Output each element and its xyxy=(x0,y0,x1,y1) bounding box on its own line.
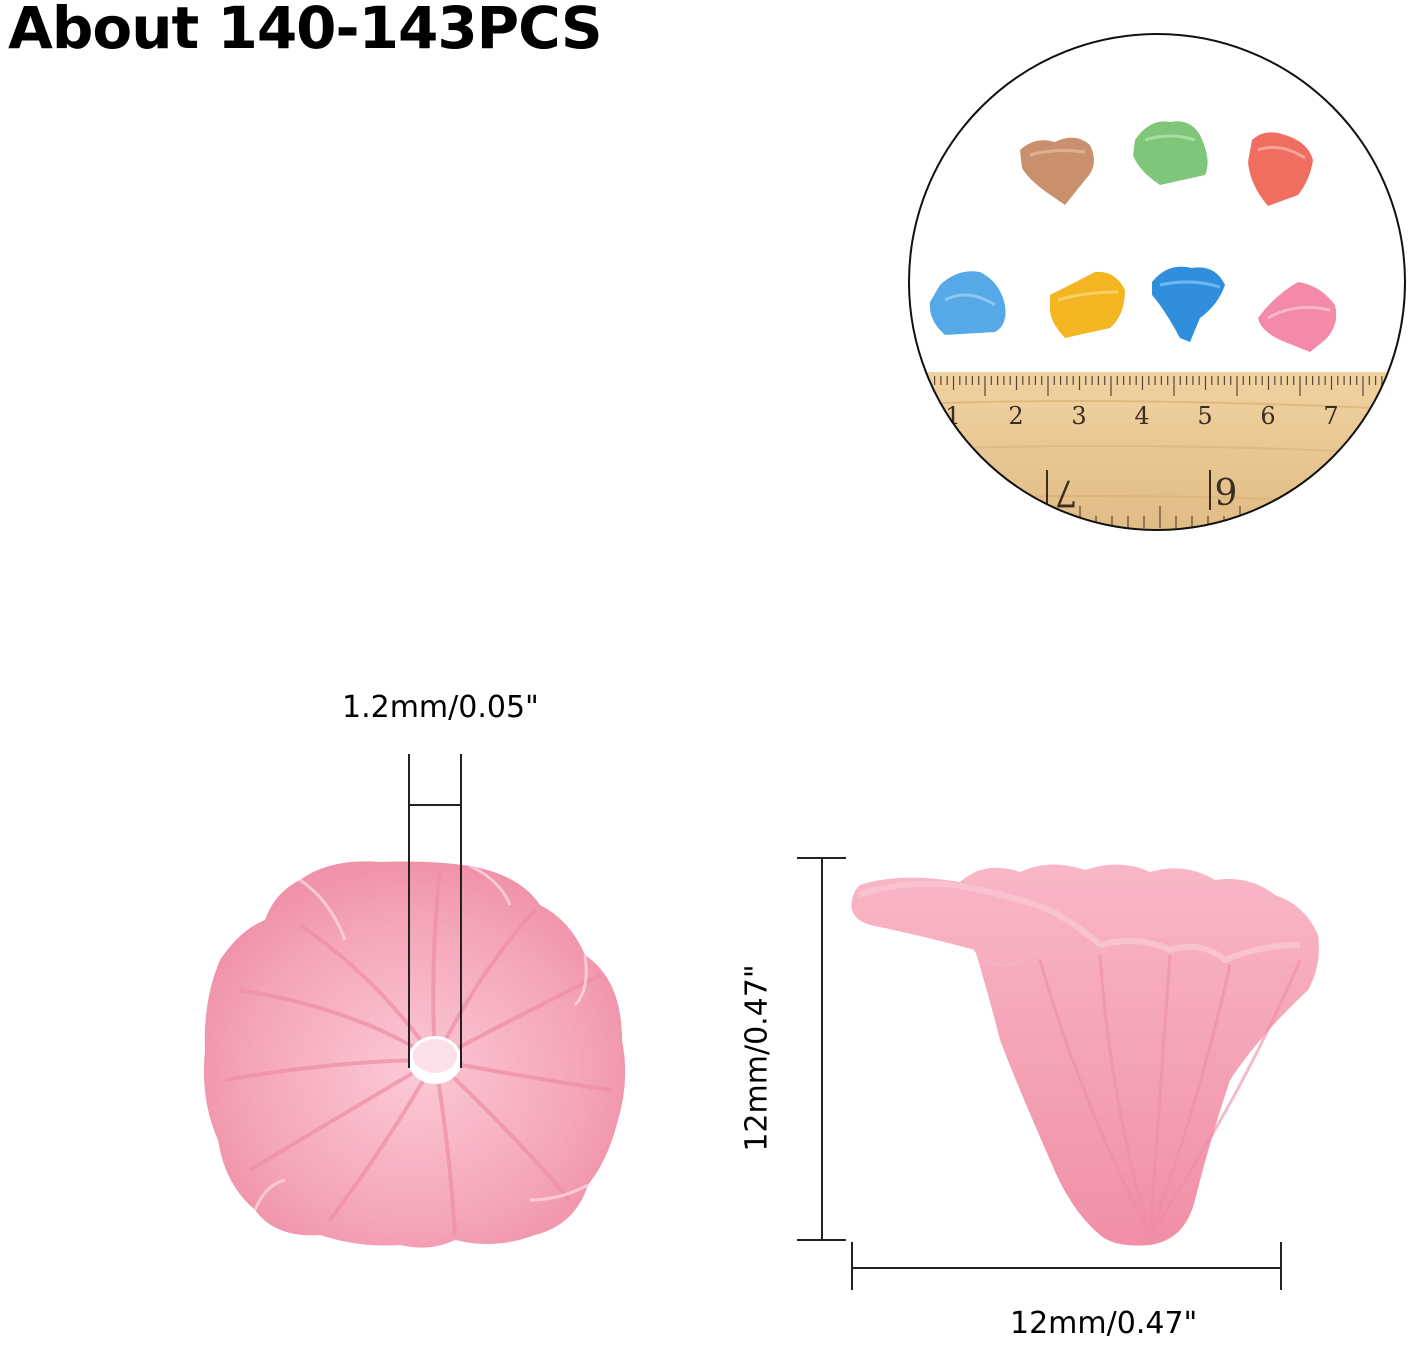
height-size-label: 12mm/0.47" xyxy=(739,964,775,1152)
ruler-number-3: 3 xyxy=(1071,402,1086,430)
bead-sample-pink xyxy=(1258,282,1337,352)
svg-text:7: 7 xyxy=(1323,402,1338,430)
ruler-lower-number-9: 9 xyxy=(1215,473,1238,514)
bead-side-view xyxy=(851,864,1319,1246)
svg-text:9: 9 xyxy=(1215,473,1238,514)
svg-text:2: 2 xyxy=(1008,402,1023,430)
color-sample-inset: 1 2 3 4 5 6 7 7 9 xyxy=(908,33,1406,531)
height-dimension-marker xyxy=(797,857,846,1241)
svg-text:4: 4 xyxy=(1134,402,1149,430)
bead-sample-brown xyxy=(1020,137,1094,205)
hole-size-label: 1.2mm/0.05" xyxy=(342,690,539,725)
ruler-number-7: 7 xyxy=(1323,402,1338,430)
svg-text:5: 5 xyxy=(1197,402,1212,430)
bead-top-view xyxy=(203,861,626,1248)
product-count-title: About 140-143PCS xyxy=(8,0,603,62)
bead-sample-yellow xyxy=(1049,271,1125,338)
bead-sample-green xyxy=(1133,121,1208,185)
bead-sample-blue xyxy=(1152,266,1225,342)
ruler-number-5: 5 xyxy=(1197,402,1212,430)
hole-dimension-marker xyxy=(408,754,462,1068)
svg-text:6: 6 xyxy=(1260,402,1275,430)
ruler-number-4: 4 xyxy=(1134,402,1149,430)
ruler-lower-number-7: 7 xyxy=(1055,472,1078,513)
wooden-ruler xyxy=(909,372,1405,530)
width-dimension-marker xyxy=(851,1242,1282,1290)
ruler-number-2: 2 xyxy=(1008,402,1023,430)
bead-sample-red xyxy=(1248,132,1313,206)
svg-text:7: 7 xyxy=(1055,472,1078,513)
width-size-label: 12mm/0.47" xyxy=(1010,1306,1198,1341)
ruler-number-6: 6 xyxy=(1260,402,1275,430)
bead-sample-light-blue xyxy=(929,271,1006,335)
svg-text:3: 3 xyxy=(1071,402,1086,430)
